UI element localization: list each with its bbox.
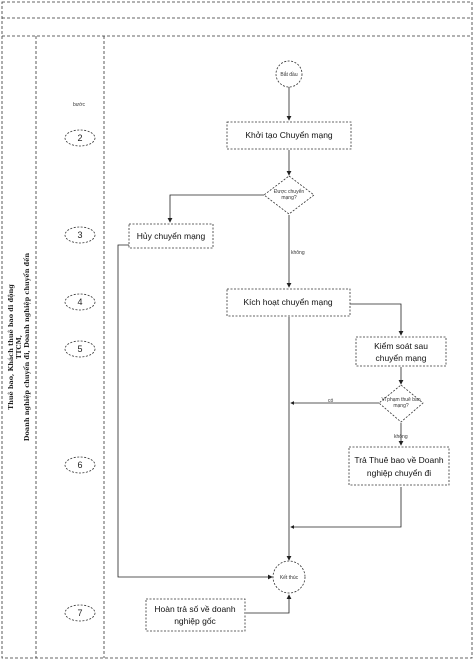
decision1-line-2: mạng? [281, 195, 297, 201]
step-number: 6 [77, 460, 82, 470]
decision-allowed: Được chuyển mạng? [263, 175, 315, 215]
step-number: 4 [77, 297, 82, 307]
lane-title: Thuê bao, Khách thuê bao di động TTCM, D… [7, 253, 31, 441]
decision1-line-1: Được chuyển [274, 188, 304, 195]
step-number: 3 [77, 230, 82, 240]
lane-title-line-1: Thuê bao, Khách thuê bao di động [7, 284, 15, 410]
return-number-line-1: Hoàn trả số về doanh [154, 604, 236, 614]
arrow-return-number-to-end [246, 594, 292, 614]
step-column-heading: bước [73, 102, 85, 108]
yes-label-2: có [328, 398, 334, 404]
init-label: Khởi tạo Chuyển mạng [245, 130, 333, 140]
start-label: Bắt đầu [280, 71, 297, 78]
init-process: Khởi tạo Chuyển mạng [226, 121, 352, 150]
connectors [117, 87, 404, 614]
no-label-1: không [291, 250, 305, 256]
no-label-2: không [394, 434, 408, 440]
arrow-activate-to-control [350, 303, 404, 336]
step-number: 7 [77, 608, 82, 618]
arrow-decision1-to-cancel [167, 194, 264, 223]
step-oval-7: 7 [64, 604, 96, 622]
control-process: Kiểm soát sau chuyển mạng [355, 336, 447, 367]
step-number: 5 [77, 344, 82, 354]
step-oval-3: 3 [64, 226, 96, 244]
activate-label: Kích hoạt chuyển mạng [243, 297, 333, 307]
decision-violation: Vi phạm thuê bao mạng? [378, 384, 424, 423]
step-oval-2: 2 [64, 129, 96, 147]
activate-process: Kích hoạt chuyển mạng [226, 288, 351, 317]
return-number-line-2: nghiệp gốc [174, 616, 216, 626]
control-line-1: Kiểm soát sau [374, 341, 428, 351]
lane-title-line-2: TTCM, [15, 335, 23, 359]
decision2-line-1: Vi phạm thuê bao [381, 397, 420, 403]
end-label: Kết thúc [280, 575, 299, 581]
step-oval-4: 4 [64, 293, 96, 311]
start-node: Bắt đầu [275, 60, 303, 88]
step-oval-6: 6 [64, 456, 96, 474]
control-line-2: chuyển mạng [375, 353, 426, 363]
return-subscriber-line-1: Trả Thuê bao về Doanh [354, 455, 444, 465]
return-subscriber-line-2: nghiệp chuyển đi [367, 468, 431, 478]
lane-title-line-3: Doanh nghiệp chuyển đi, Doanh nghiệp chu… [22, 253, 31, 441]
arrow-return-to-end [290, 487, 402, 529]
decision2-line-2: mạng? [393, 403, 409, 409]
step-oval-5: 5 [64, 340, 96, 358]
arrow-cancel-to-end [117, 244, 273, 580]
step-number: 2 [77, 133, 82, 143]
end-node: Kết thúc [272, 560, 306, 594]
cancel-label: Hủy chuyển mạng [137, 231, 206, 241]
return-subscriber-process: Trả Thuê bao về Doanh nghiệp chuyển đi [348, 446, 450, 486]
cancel-process: Hủy chuyển mạng [128, 223, 214, 249]
return-number-process: Hoàn trả số về doanh nghiệp gốc [145, 598, 246, 632]
